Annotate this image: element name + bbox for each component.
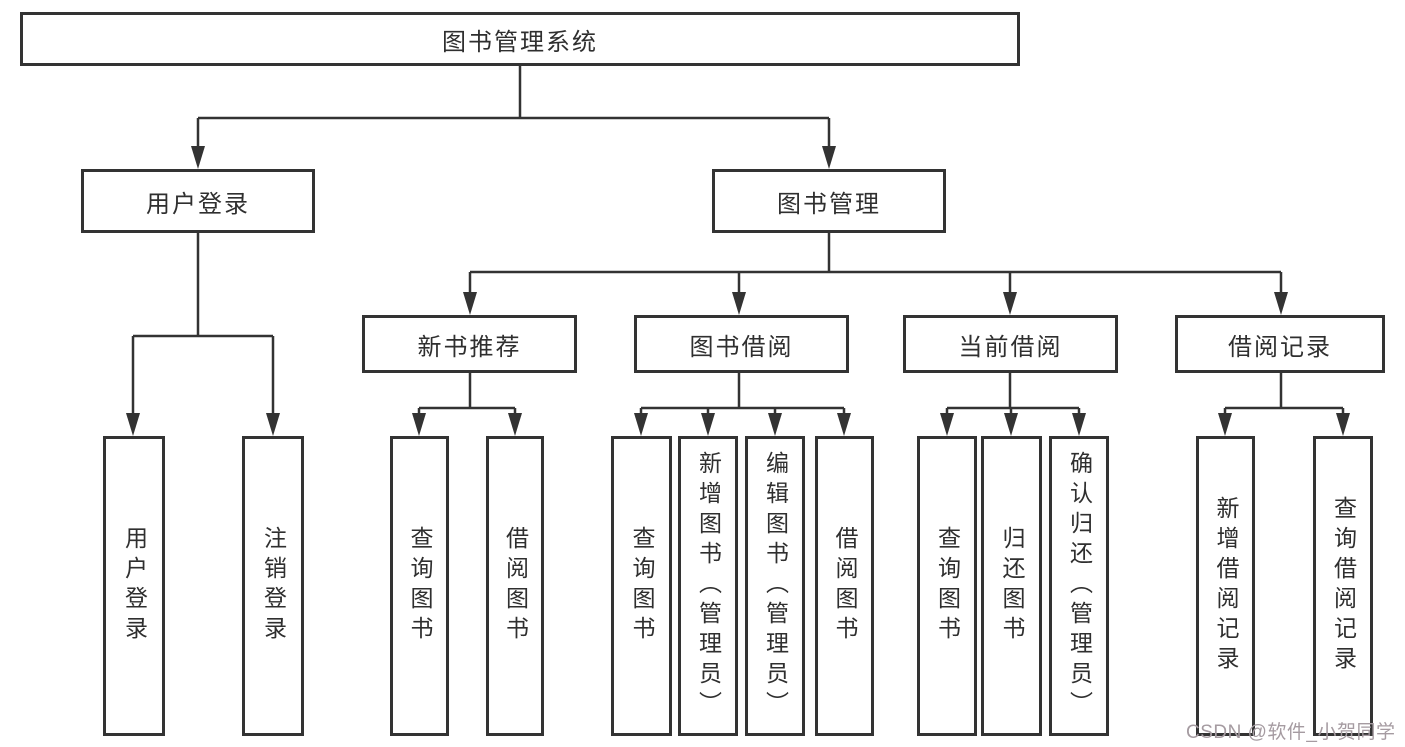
arrow-down-icon <box>1274 292 1288 315</box>
node-leaf-add-borrow-record: 新增借阅记录 <box>1196 436 1255 736</box>
node-book-borrow: 图书借阅 <box>634 315 849 373</box>
arrow-down-icon <box>768 413 782 436</box>
connector-borrow-record-subtree <box>1223 373 1345 420</box>
arrow-down-icon <box>940 413 954 436</box>
node-leaf-query-books-3: 查询图书 <box>917 436 977 736</box>
node-label: 查询借阅记录 <box>1330 496 1357 676</box>
node-label: 借阅图书 <box>502 526 529 646</box>
node-leaf-confirm-return-admin: 确认归还（管理员） <box>1049 436 1109 736</box>
node-label: 查询图书 <box>407 526 433 646</box>
arrow-down-icon <box>732 292 746 315</box>
node-current-borrow: 当前借阅 <box>903 315 1118 373</box>
node-label: 新增图书（管理员） <box>695 451 722 721</box>
node-leaf-logout: 注销登录 <box>242 436 304 736</box>
node-leaf-borrow-books: 借阅图书 <box>486 436 544 736</box>
connector-user-login-subtree <box>131 233 275 420</box>
node-label: 当前借阅 <box>958 333 1063 361</box>
node-borrow-record: 借阅记录 <box>1175 315 1385 373</box>
node-label: 借阅图书 <box>832 526 858 646</box>
node-leaf-query-borrow-record: 查询借阅记录 <box>1313 436 1373 736</box>
arrow-down-icon <box>701 413 715 436</box>
arrow-down-icon <box>463 292 477 315</box>
arrow-down-icon <box>634 413 648 436</box>
connector-book-borrow-subtree <box>639 373 846 420</box>
connector-current-borrow-subtree <box>945 373 1081 420</box>
node-label: 新书推荐 <box>417 333 522 361</box>
node-label: 借阅记录 <box>1228 333 1332 361</box>
node-label: 编辑图书（管理员） <box>762 451 789 721</box>
node-label: 注销登录 <box>260 526 287 646</box>
node-leaf-edit-books-admin: 编辑图书（管理员） <box>745 436 805 736</box>
arrow-down-icon <box>1004 413 1018 436</box>
node-label: 确认归还（管理员） <box>1066 451 1093 721</box>
node-label: 归还图书 <box>999 526 1025 646</box>
node-label: 查询图书 <box>934 526 961 646</box>
arrow-down-icon <box>191 146 205 169</box>
node-book-management: 图书管理 <box>712 169 946 233</box>
connector-book-management-to-level3 <box>468 233 1283 298</box>
arrow-down-icon <box>1218 413 1232 436</box>
arrow-down-icon <box>822 146 836 169</box>
arrow-down-icon <box>1072 413 1086 436</box>
arrow-down-icon <box>126 413 140 436</box>
node-label: 图书管理系统 <box>442 28 598 56</box>
node-user-login: 用户登录 <box>81 169 315 233</box>
connector-new-book-subtree <box>417 373 517 420</box>
node-library-management-system: 图书管理系统 <box>20 12 1020 66</box>
node-label: 用户登录 <box>121 526 148 646</box>
node-label: 图书管理 <box>777 190 881 218</box>
node-leaf-borrow-books-2: 借阅图书 <box>815 436 874 736</box>
node-label: 查询图书 <box>629 526 655 646</box>
arrow-down-icon <box>412 413 426 436</box>
node-leaf-add-books-admin: 新增图书（管理员） <box>678 436 738 736</box>
arrow-down-icon <box>1003 292 1017 315</box>
node-label: 图书借阅 <box>689 333 794 361</box>
arrow-down-icon <box>837 413 851 436</box>
node-leaf-return-books: 归还图书 <box>981 436 1042 736</box>
csdn-watermark: CSDN @软件_小贺同学 <box>1186 722 1396 743</box>
node-leaf-query-books-2: 查询图书 <box>611 436 672 736</box>
node-leaf-query-books: 查询图书 <box>390 436 449 736</box>
arrowhead-icons <box>126 146 1350 436</box>
node-label: 新增借阅记录 <box>1213 496 1239 676</box>
node-leaf-user-login: 用户登录 <box>103 436 165 736</box>
node-new-book-recommend: 新书推荐 <box>362 315 577 373</box>
arrow-down-icon <box>1336 413 1350 436</box>
node-label: 用户登录 <box>146 190 250 218</box>
arrow-down-icon <box>266 413 280 436</box>
arrow-down-icon <box>508 413 522 436</box>
connector-root-to-level2 <box>196 66 831 152</box>
